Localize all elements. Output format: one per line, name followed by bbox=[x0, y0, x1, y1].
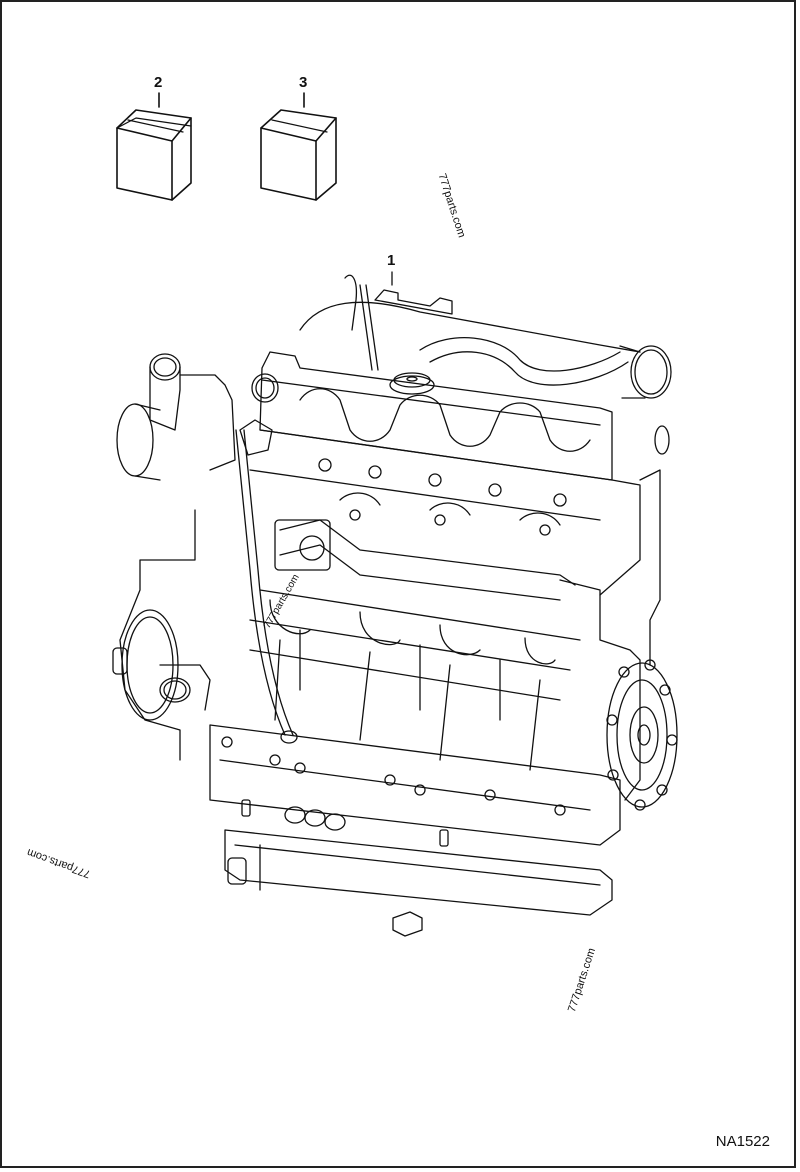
figure-id: NA1522 bbox=[715, 1133, 770, 1150]
callout-2: 2 bbox=[154, 74, 163, 91]
part-box-2 bbox=[116, 92, 192, 201]
part-box-3 bbox=[260, 92, 337, 201]
engine-assembly bbox=[112, 274, 678, 937]
callout-3: 3 bbox=[299, 74, 308, 91]
callout-1: 1 bbox=[387, 252, 396, 269]
